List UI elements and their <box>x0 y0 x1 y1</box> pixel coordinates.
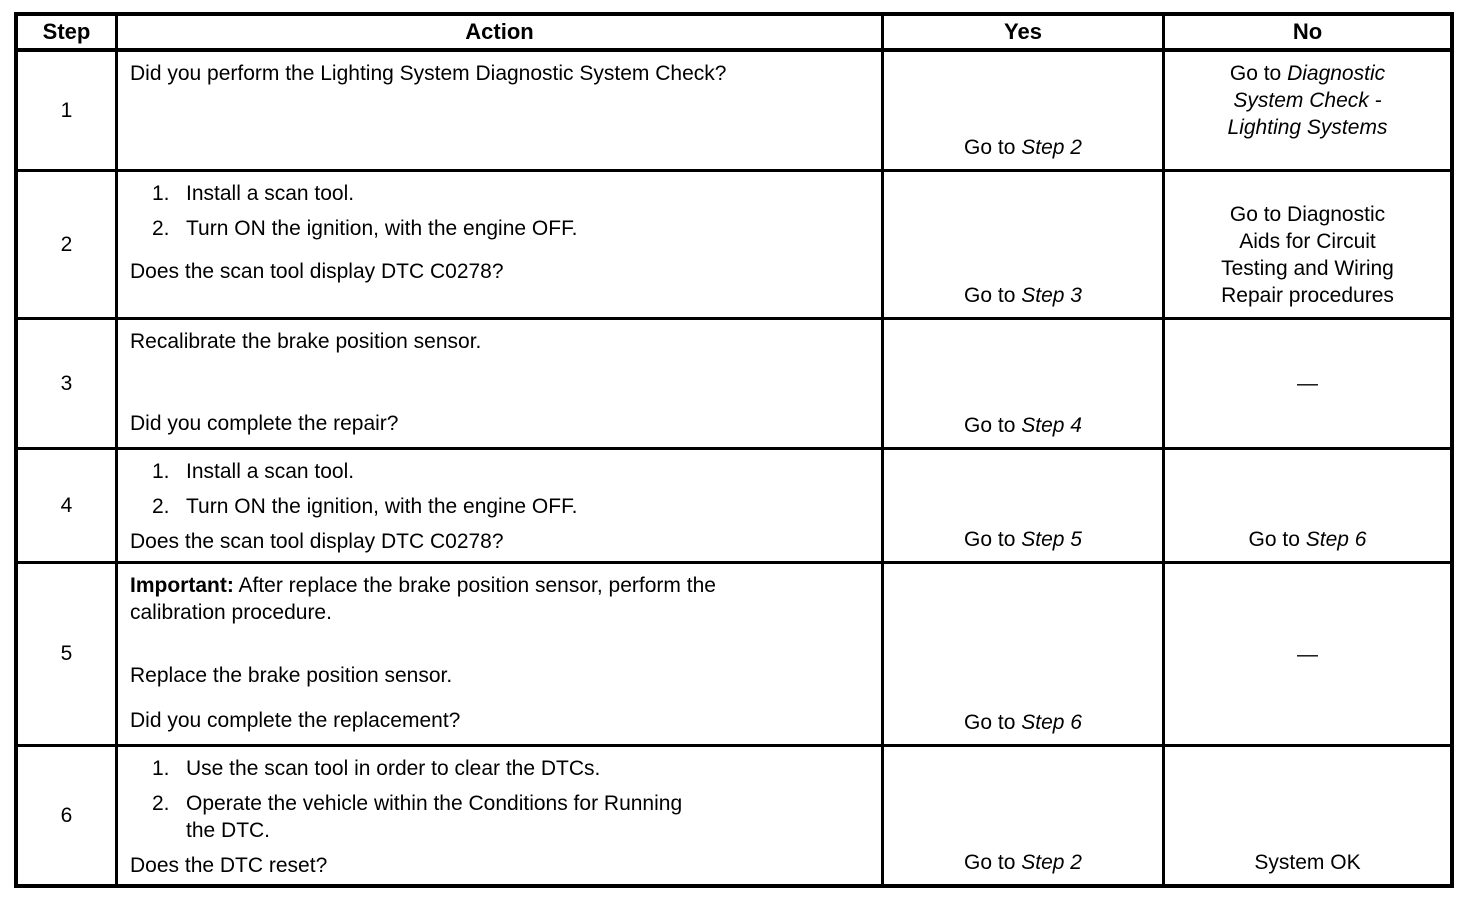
action-question: Did you complete the repair? <box>130 412 399 435</box>
goto-target: Step 5 <box>1021 528 1082 551</box>
action-question: Does the scan tool display DTC C0278? <box>130 260 504 283</box>
action-list-item: 1. Use the scan tool in order to clear th… <box>130 755 867 782</box>
header-action: Action <box>118 16 884 52</box>
action-cell: Important: After replace the brake posit… <box>118 564 884 747</box>
list-number: 1. <box>152 182 170 205</box>
no-cell: System OK <box>1165 747 1450 884</box>
action-important-note: Important: After replace the brake posit… <box>130 572 867 626</box>
list-number: 1. <box>152 757 170 780</box>
goto-prefix: Go to <box>964 711 1022 734</box>
action-text: Recalibrate the brake position sensor. <box>130 330 482 353</box>
no-cell: — <box>1165 564 1450 747</box>
yes-instruction: Go to Step 3 <box>964 282 1082 309</box>
action-question: Does the scan tool display DTC C0278? <box>130 530 504 553</box>
action-cell: 1. Install a scan tool. 2. Turn ON the ign… <box>118 450 884 564</box>
action-question: Does the DTC reset? <box>130 854 328 877</box>
list-text: Turn ON the ignition, with the engine OF… <box>186 495 578 518</box>
yes-cell: Go to Step 3 <box>884 172 1165 320</box>
goto-prefix: Go to <box>964 851 1022 874</box>
step-number: 5 <box>18 564 118 747</box>
goto-prefix: Go to <box>964 136 1022 159</box>
goto-target: Step 3 <box>1021 284 1082 307</box>
action-text: Replace the brake position sensor. <box>130 664 453 687</box>
step-number: 3 <box>18 320 118 450</box>
header-yes: Yes <box>884 16 1165 52</box>
yes-cell: Go to Step 2 <box>884 52 1165 172</box>
yes-instruction: Go to Step 2 <box>964 134 1082 161</box>
yes-cell: Go to Step 5 <box>884 450 1165 564</box>
list-text: Install a scan tool. <box>186 460 355 483</box>
no-cell: Go to Diagnostic System Check - Lighting… <box>1165 52 1450 172</box>
header-no: No <box>1165 16 1450 52</box>
action-list-item: 2. Turn ON the ignition, with the engine … <box>130 215 867 242</box>
action-list-item: 1. Install a scan tool. <box>130 180 867 207</box>
list-number: 1. <box>152 460 170 483</box>
action-list-item: 1. Install a scan tool. <box>130 458 867 485</box>
goto-target: Step 6 <box>1305 528 1367 551</box>
action-list-item: 2. Operate the vehicle within the Conditi… <box>130 790 867 844</box>
table-row-step-6: 6 1. Use the scan tool in order to clear … <box>18 747 1450 884</box>
action-cell: 1. Install a scan tool. 2. Turn ON the ign… <box>118 172 884 320</box>
yes-cell: Go to Step 6 <box>884 564 1165 747</box>
step-number: 6 <box>18 747 118 884</box>
table-header-row: Step Action Yes No <box>18 16 1450 52</box>
goto-target: Step 6 <box>1021 711 1082 734</box>
table-row-step-2: 2 1. Install a scan tool. 2. Turn ON the i… <box>18 172 1450 320</box>
important-text: After replace the brake position sensor,… <box>130 574 716 624</box>
yes-instruction: Go to Step 4 <box>964 412 1082 439</box>
list-text: Use the scan tool in order to clear the … <box>186 757 601 780</box>
goto-prefix: Go to <box>1248 528 1306 551</box>
goto-target: Step 4 <box>1021 414 1082 437</box>
step-number: 2 <box>18 172 118 320</box>
goto-prefix: Go to <box>964 414 1022 437</box>
goto-target: Step 2 <box>1021 136 1082 159</box>
no-dash: — <box>1297 642 1318 666</box>
table-row-step-4: 4 1. Install a scan tool. 2. Turn ON the i… <box>18 450 1450 564</box>
yes-instruction: Go to Step 2 <box>964 849 1082 876</box>
header-step: Step <box>18 16 118 52</box>
list-text: Turn ON the ignition, with the engine OF… <box>186 217 578 240</box>
list-number: 2. <box>152 495 170 518</box>
action-cell: Recalibrate the brake position sensor. D… <box>118 320 884 450</box>
list-text: Install a scan tool. <box>186 182 355 205</box>
no-instruction: Go to Diagnostic System Check - Lighting… <box>1228 60 1388 141</box>
diagnostic-table: Step Action Yes No 1 Did you perform the… <box>14 12 1454 888</box>
list-text: Operate the vehicle within the Condition… <box>186 792 683 842</box>
action-cell: 1. Use the scan tool in order to clear th… <box>118 747 884 884</box>
table-row-step-5: 5 Important: After replace the brake pos… <box>18 564 1450 747</box>
list-number: 2. <box>152 792 170 815</box>
action-cell: Did you perform the Lighting System Diag… <box>118 52 884 172</box>
no-cell: — <box>1165 320 1450 450</box>
no-instruction: System OK <box>1254 851 1361 874</box>
step-number: 4 <box>18 450 118 564</box>
goto-prefix: Go to <box>964 528 1022 551</box>
goto-target: Diagnostic System Check - Lighting Syste… <box>1227 62 1388 139</box>
action-text: Did you perform the Lighting System Diag… <box>130 62 727 85</box>
no-cell: Go to Step 6 <box>1165 450 1450 564</box>
important-label: Important: <box>130 574 234 597</box>
no-instruction: Go to Step 6 <box>1249 526 1367 553</box>
yes-cell: Go to Step 4 <box>884 320 1165 450</box>
no-dash: — <box>1297 372 1318 395</box>
no-instruction: Go to Diagnostic Aids for Circuit Testin… <box>1221 203 1394 307</box>
goto-prefix: Go to <box>1229 62 1288 85</box>
table-row-step-1: 1 Did you perform the Lighting System Di… <box>18 52 1450 172</box>
yes-instruction: Go to Step 5 <box>964 526 1082 553</box>
goto-prefix: Go to <box>964 284 1022 307</box>
step-number: 1 <box>18 52 118 172</box>
goto-target: Step 2 <box>1021 851 1082 874</box>
yes-cell: Go to Step 2 <box>884 747 1165 884</box>
yes-instruction: Go to Step 6 <box>964 709 1082 736</box>
action-question: Did you complete the replacement? <box>130 709 461 732</box>
no-cell: Go to Diagnostic Aids for Circuit Testin… <box>1165 172 1450 320</box>
table-row-step-3: 3 Recalibrate the brake position sensor.… <box>18 320 1450 450</box>
action-list-item: 2. Turn ON the ignition, with the engine … <box>130 493 867 520</box>
list-number: 2. <box>152 217 170 240</box>
